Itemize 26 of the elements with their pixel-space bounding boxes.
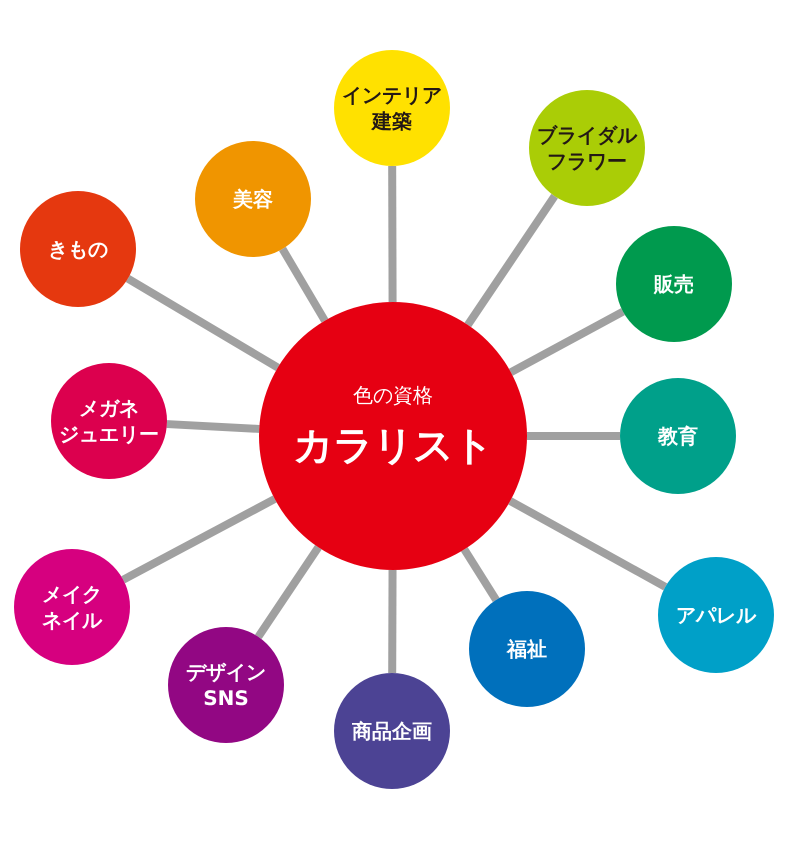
connector-line bbox=[527, 432, 620, 440]
connector-line bbox=[388, 570, 397, 674]
node-label: メガネジュエリー bbox=[59, 395, 159, 447]
node-label: インテリア建築 bbox=[342, 82, 442, 134]
node-label: 福祉 bbox=[507, 636, 547, 662]
node-label: 販売 bbox=[654, 271, 694, 297]
node-label: メイクネイル bbox=[42, 581, 102, 633]
connector-line bbox=[464, 194, 558, 328]
node-label: ブライダルフラワー bbox=[537, 122, 637, 174]
connector-line bbox=[254, 545, 322, 640]
connector-line bbox=[279, 246, 328, 323]
node-label: デザインSNS bbox=[186, 659, 266, 711]
node-label: きもの bbox=[48, 236, 108, 262]
connector-line bbox=[508, 497, 668, 590]
connector-line bbox=[166, 420, 260, 433]
subtitle-label: 色の資格 bbox=[353, 382, 433, 408]
connector-line bbox=[388, 166, 397, 302]
node-label: 商品企画 bbox=[352, 718, 432, 744]
node-label: アパレル bbox=[676, 602, 756, 628]
node-label: 教育 bbox=[658, 423, 698, 449]
title-label: カラリスト bbox=[293, 422, 493, 470]
node-label: 美容 bbox=[233, 186, 273, 212]
connector-line bbox=[126, 275, 280, 372]
connector-line bbox=[121, 495, 277, 584]
connector-line bbox=[460, 547, 500, 602]
connector-line bbox=[508, 308, 625, 376]
